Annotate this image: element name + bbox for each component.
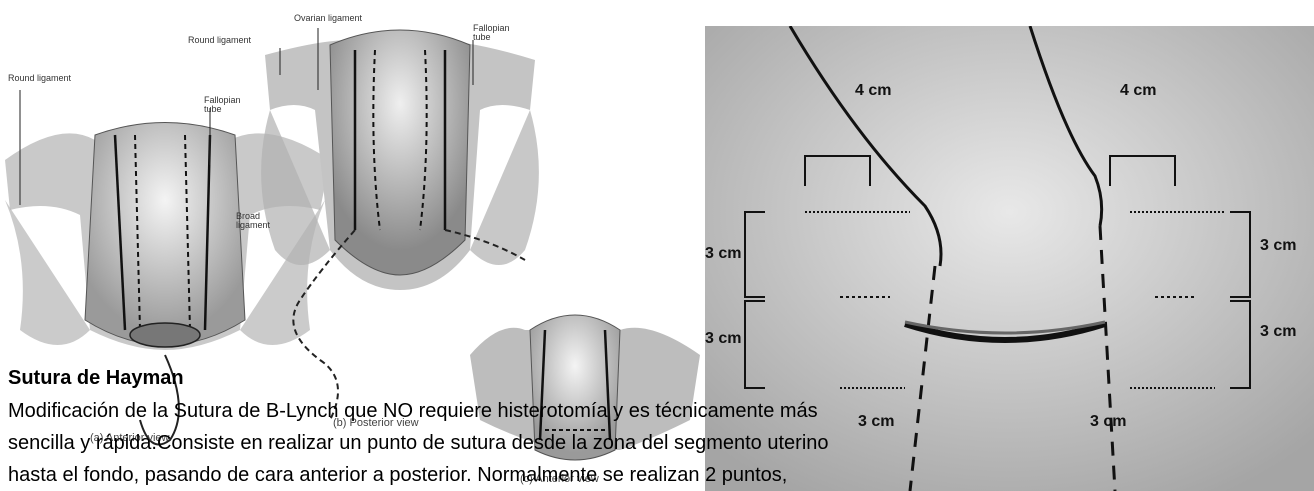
dim-label-low-right: 3 cm — [1260, 323, 1296, 341]
uterus-c — [470, 315, 700, 460]
ovarian-ligament-label: Ovarian ligament — [294, 14, 362, 23]
dim-label-bottom-left: 3 cm — [858, 413, 894, 431]
uterus-suture-illustration: Round ligament Fallopian tube Round liga… — [0, 0, 710, 491]
fallopian-tube-label-a: Fallopian tube — [204, 96, 241, 115]
round-ligament-label-a: Round ligament — [8, 74, 71, 83]
dim-label-top-left: 4 cm — [855, 82, 891, 100]
posterior-view-caption: (b) Posterior view — [333, 418, 419, 430]
dim-label-mid-right: 3 cm — [1260, 237, 1296, 255]
measurement-drawing — [705, 26, 1314, 491]
round-ligament-label-b: Round ligament — [188, 36, 251, 45]
dim-label-bottom-right: 3 cm — [1090, 413, 1126, 431]
uterus-measurement-photo: 4 cm 4 cm 3 cm 3 cm 3 cm 3 cm 3 cm 3 cm — [705, 26, 1314, 491]
anterior-view-caption-c: (c) Anterior view — [520, 474, 599, 486]
dim-label-low-left: 3 cm — [705, 330, 741, 348]
broad-ligament-label: Broad ligament — [236, 212, 270, 231]
dim-label-mid-left: 3 cm — [705, 245, 741, 263]
anterior-view-caption-a: (a) Anterior view — [90, 433, 169, 445]
fallopian-tube-label-b: Fallopian tube — [473, 24, 510, 43]
dim-label-top-right: 4 cm — [1120, 82, 1156, 100]
